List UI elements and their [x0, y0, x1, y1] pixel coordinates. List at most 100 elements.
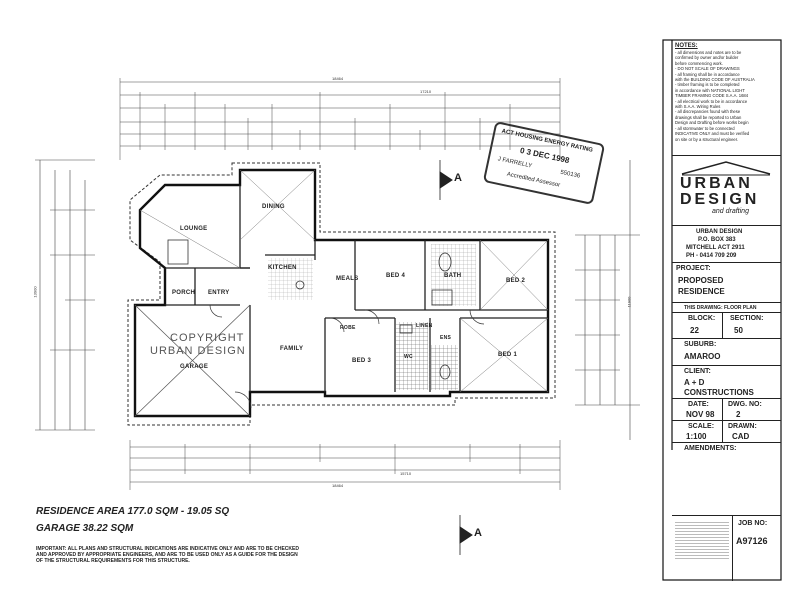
suburb-label: SUBURB:: [684, 341, 717, 348]
room-label-bed2: BED 2: [506, 278, 526, 284]
section-marker-bottom: A: [474, 527, 482, 539]
stamp-role: Accredited Assessor: [506, 171, 561, 189]
logo-text-drafting: and drafting: [712, 208, 749, 215]
company-suburb: MITCHELL ACT 2911: [686, 245, 745, 251]
scale-value: 1:100: [686, 432, 707, 441]
drawing-title: THIS DRAWING: FLOOR PLAN: [684, 305, 757, 311]
suburb-value: AMAROO: [684, 352, 721, 361]
scale-drawn-row: SCALE: 1:100 DRAWN: CAD: [672, 420, 781, 443]
dim-sub-top: 17210: [420, 89, 432, 94]
residence-area: RESIDENCE AREA 177.0 SQM - 19.05 SQ: [36, 506, 230, 517]
fixtures: [167, 239, 453, 380]
block-section-row: BLOCK: 22 SECTION: 50: [672, 312, 781, 339]
logo-text-urban: URBAN: [680, 175, 753, 192]
date-dwg-row: DATE: NOV 98 DWG. NO: 2: [672, 398, 781, 443]
room-label-bed1: BED 1: [498, 352, 518, 358]
drawn-label: DRAWN:: [728, 423, 757, 430]
urban-design-logo: [681, 161, 771, 176]
room-label-linen: LINEN: [416, 323, 433, 329]
dwg-value: 2: [736, 410, 741, 419]
room-label-robe: ROBE: [340, 325, 356, 331]
notes-line: - timber framing is to be completed: [675, 82, 740, 88]
project-label: PROJECT:: [676, 265, 711, 272]
door-swings: [209, 304, 485, 409]
title-block-frame: [662, 39, 782, 581]
company-address-section: URBAN DESIGN P.O. BOX 383 MITCHELL ACT 2…: [672, 225, 781, 259]
copyright-watermark-line2: URBAN DESIGN: [150, 345, 246, 357]
date-value: NOV 98: [686, 410, 715, 419]
garage-area: GARAGE 38.22 SQM: [36, 523, 134, 534]
section-value: 50: [734, 326, 743, 335]
client-line2: CONSTRUCTIONS: [684, 388, 754, 397]
notes-line: INDICATIVE ONLY and must be verified: [675, 131, 750, 137]
date-label: DATE:: [688, 401, 709, 408]
company-po-box: P.O. BOX 383: [698, 237, 736, 243]
top-dimension-lines: [119, 78, 561, 160]
logo-text-design: DESIGN: [680, 191, 760, 208]
notes-line: in accordance with NATIONAL LIGHT: [675, 87, 745, 93]
notes-line: - all framing shall be in accordance: [675, 71, 740, 77]
copyright-watermark-line1: COPYRIGHT: [170, 332, 245, 344]
job-section: JOB NO: A97126: [672, 515, 781, 581]
room-label-meals: MEALS: [336, 276, 359, 282]
room-label-porch: PORCH: [172, 290, 196, 296]
notes-line: - DO NOT SCALE OF DRAWINGS: [675, 66, 740, 72]
outer-walls: [133, 168, 550, 418]
tiled-areas: [268, 244, 476, 390]
room-label-bath: BATH: [444, 273, 462, 279]
job-value: A97126: [736, 536, 768, 546]
project-section: PROJECT: PROPOSED RESIDENCE: [672, 262, 781, 296]
room-label-lounge: LOUNGE: [180, 226, 208, 232]
eave-outline: [127, 162, 556, 426]
room-label-kitchen: KITCHEN: [268, 265, 297, 271]
notes-line: - all electrical work to be in accordanc…: [675, 98, 748, 104]
section-marker-top: A: [454, 172, 462, 184]
amendments-label: AMENDMENTS:: [684, 445, 737, 452]
stamp-assessor: J FARRELLY: [497, 156, 533, 170]
scale-label: SCALE:: [688, 423, 715, 430]
job-label: JOB NO:: [738, 520, 768, 527]
dim-left-side: 13900: [32, 286, 38, 298]
room-label-garage: GARAGE: [180, 364, 209, 370]
structural-disclaimer: IMPORTANT: ALL PLANS AND STRUCTURAL INDI…: [36, 546, 299, 564]
amendments-section: AMENDMENTS:: [672, 442, 781, 452]
drawing-title-section: THIS DRAWING: FLOOR PLAN: [672, 302, 781, 311]
notes-line: - all discrepancies found with these: [675, 109, 741, 115]
room-diagonals: [139, 169, 549, 393]
company-phone: PH - 0414 709 209: [686, 253, 737, 259]
block-label: BLOCK:: [688, 315, 716, 322]
section-label: SECTION:: [730, 315, 764, 322]
left-dimension-lines: [35, 159, 95, 431]
notes-line: with the BUILDING CODE OF AUSTRALIA: [675, 77, 755, 83]
notes-line: Design and Drafting before works begin: [675, 120, 749, 126]
block-value: 22: [690, 326, 699, 335]
client-label: CLIENT:: [684, 368, 711, 375]
stamp-number: 550136: [559, 169, 581, 180]
room-label-bed4: BED 4: [386, 273, 406, 279]
notes-line: on site or by a structural engineer.: [675, 136, 739, 142]
client-line1: A + D: [684, 378, 705, 387]
dwg-label: DWG. NO:: [728, 401, 762, 408]
dim-sub-bottom: 15710: [400, 471, 412, 476]
right-dimension-lines: [575, 160, 640, 440]
suburb-section: SUBURB: AMAROO: [672, 338, 781, 361]
garage-hatch: [134, 304, 251, 417]
section-markers: [439, 160, 473, 555]
dim-overall-top: 18464: [332, 76, 344, 81]
small-print: [675, 520, 729, 560]
dim-overall-bottom: 18464: [332, 483, 344, 488]
room-label-entry: ENTRY: [208, 290, 230, 296]
room-label-wc: WC: [404, 354, 413, 360]
notes-line: - all stormwater to be connected: [675, 125, 735, 131]
notes-line: - all dimensions and notes are to be: [675, 50, 742, 55]
notes-heading: NOTES:: [675, 43, 698, 49]
notes-line: TIMBER FRAMING CODE S.A.A. 1684: [675, 93, 749, 99]
company-name: URBAN DESIGN: [696, 229, 743, 235]
notes-section: NOTES: - all dimensions and notes are to…: [675, 43, 779, 142]
dim-right-side: 11900: [626, 296, 632, 308]
room-label-family: FAMILY: [280, 346, 304, 352]
room-label-bed3: BED 3: [352, 358, 372, 364]
notes-line: drawings shall be reported to Urban: [675, 114, 742, 120]
project-line1: PROPOSED: [678, 276, 724, 285]
